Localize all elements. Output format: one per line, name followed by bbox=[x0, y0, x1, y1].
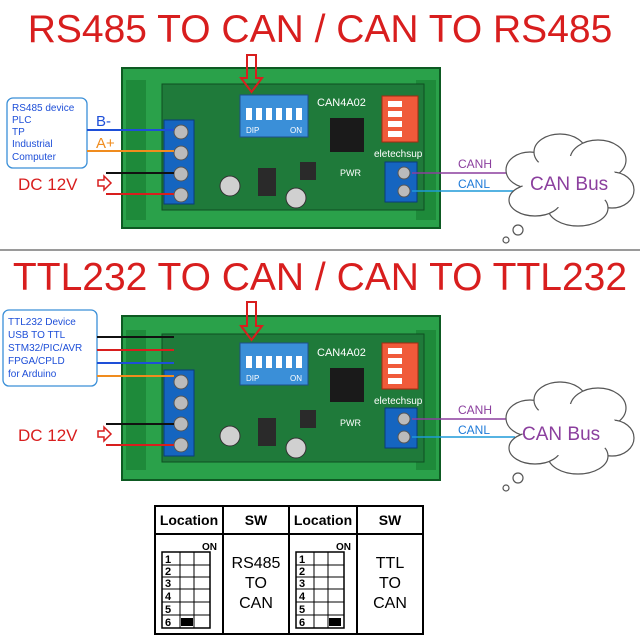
bottom-device-line-4: FPGA/CPLD bbox=[8, 356, 65, 367]
dip-6-on-marker bbox=[181, 618, 193, 626]
dip-num-1: 1 bbox=[165, 554, 171, 566]
top-dip-pointer bbox=[239, 54, 264, 94]
table-header-sw-1: SW bbox=[222, 505, 290, 535]
bottom-device-line-5: for Arduino bbox=[8, 369, 57, 380]
top-dip-label: DIP bbox=[246, 126, 259, 135]
dip-on-label: ON bbox=[336, 542, 351, 553]
bottom-device-line-1: TTL232 Device bbox=[8, 317, 76, 328]
mode-ttl-to-can: TTL TO CAN bbox=[356, 533, 424, 635]
dip-on-label: ON bbox=[202, 542, 217, 553]
bottom-dip-pointer bbox=[239, 301, 264, 342]
dip-num-5: 5 bbox=[299, 604, 305, 616]
top-canl-label: CANL bbox=[458, 177, 490, 191]
dip-num-1: 1 bbox=[299, 554, 305, 566]
ttl-terminal-block bbox=[163, 369, 195, 457]
mode-rs485-line-3: CAN bbox=[239, 595, 273, 612]
top-dip-switch-blue bbox=[239, 94, 309, 138]
bottom-dc-arrow bbox=[97, 425, 113, 443]
top-device-line-5: Computer bbox=[12, 152, 57, 163]
can-terminal-block bbox=[384, 161, 418, 203]
bottom-dip-switch-blue bbox=[239, 342, 309, 386]
section-divider bbox=[0, 249, 640, 251]
top-device-line-4: Industrial bbox=[12, 139, 53, 150]
top-module: DIP ON CAN4A02 eletechsup PWR bbox=[121, 67, 441, 229]
mcu-chip bbox=[330, 368, 364, 402]
dip-num-3: 3 bbox=[165, 578, 171, 590]
bottom-device-box bbox=[2, 309, 98, 387]
top-wire-b-label: B- bbox=[96, 113, 111, 130]
bottom-brand-label: eletechsup bbox=[374, 396, 423, 407]
bottom-dip-label: DIP bbox=[246, 374, 259, 383]
bottom-pwr-label: PWR bbox=[340, 418, 361, 428]
bottom-can-bus-cloud bbox=[502, 381, 635, 492]
bottom-dip-on: ON bbox=[290, 374, 302, 383]
dip-num-6: 6 bbox=[165, 617, 171, 629]
bottom-module: DIP ON CAN4A02 eletechsup PWR bbox=[121, 315, 441, 481]
top-can-bus-label: CAN Bus bbox=[530, 174, 608, 195]
top-dip-switch-red bbox=[381, 95, 419, 143]
table-header-sw-2: SW bbox=[356, 505, 424, 535]
top-device-line-1: RS485 device bbox=[12, 103, 75, 114]
bottom-dip-switch-red bbox=[381, 342, 419, 390]
dip-num-2: 2 bbox=[165, 566, 171, 578]
top-title: RS485 TO CAN / CAN TO RS485 bbox=[27, 8, 613, 51]
dip-num-4: 4 bbox=[165, 591, 172, 603]
mode-ttl-line-3: CAN bbox=[373, 595, 407, 612]
top-dc-label: DC 12V bbox=[18, 175, 78, 194]
top-wire-a-label: A+ bbox=[96, 135, 115, 152]
top-can-bus-cloud bbox=[502, 133, 635, 244]
dip-diagram-rs485: ON 1 2 3 4 5 6 bbox=[154, 533, 224, 635]
rs485-terminal-block bbox=[163, 119, 195, 205]
top-device-box bbox=[6, 97, 88, 169]
bottom-title: TTL232 TO CAN / CAN TO TTL232 bbox=[12, 256, 628, 299]
top-dip-on: ON bbox=[290, 126, 302, 135]
top-dc-arrow bbox=[97, 174, 113, 192]
top-device-line-2: PLC bbox=[12, 115, 31, 126]
capacitor bbox=[219, 425, 241, 447]
mode-ttl-line-1: TTL bbox=[375, 555, 405, 572]
can-terminal-block bbox=[384, 407, 418, 449]
bottom-can-bus-label: CAN Bus bbox=[522, 424, 600, 445]
bottom-model-label: CAN4A02 bbox=[317, 347, 366, 359]
top-pwr-label: PWR bbox=[340, 168, 361, 178]
mode-rs485-line-2: TO bbox=[245, 575, 267, 592]
top-brand-label: eletechsup bbox=[374, 149, 423, 160]
bottom-device-line-3: STM32/PIC/AVR bbox=[8, 343, 82, 354]
table-header-location-2: Location bbox=[288, 505, 358, 535]
table-header-location-1: Location bbox=[154, 505, 224, 535]
bottom-canl-label: CANL bbox=[458, 423, 490, 437]
dip-num-5: 5 bbox=[165, 604, 171, 616]
capacitor bbox=[219, 175, 241, 197]
dip-6-off-marker bbox=[329, 618, 341, 626]
dip-num-6: 6 bbox=[299, 617, 305, 629]
dip-num-2: 2 bbox=[299, 566, 305, 578]
bottom-dc-label: DC 12V bbox=[18, 426, 78, 445]
dip-diagram-ttl: ON 1 2 3 4 5 6 bbox=[288, 533, 358, 635]
mode-rs485-to-can: RS485 TO CAN bbox=[222, 533, 290, 635]
top-device-line-3: TP bbox=[12, 127, 25, 138]
mcu-chip bbox=[330, 118, 364, 152]
dip-num-3: 3 bbox=[299, 578, 305, 590]
dip-num-4: 4 bbox=[299, 591, 306, 603]
mode-rs485-line-1: RS485 bbox=[231, 555, 281, 572]
mode-ttl-line-2: TO bbox=[379, 575, 401, 592]
switch-setting-table: Location SW Location SW ON 1 2 3 4 5 6 bbox=[154, 505, 424, 635]
top-model-label: CAN4A02 bbox=[317, 97, 366, 109]
bottom-device-line-2: USB TO TTL bbox=[8, 330, 66, 341]
bottom-canh-label: CANH bbox=[458, 403, 492, 417]
top-canh-label: CANH bbox=[458, 157, 492, 171]
